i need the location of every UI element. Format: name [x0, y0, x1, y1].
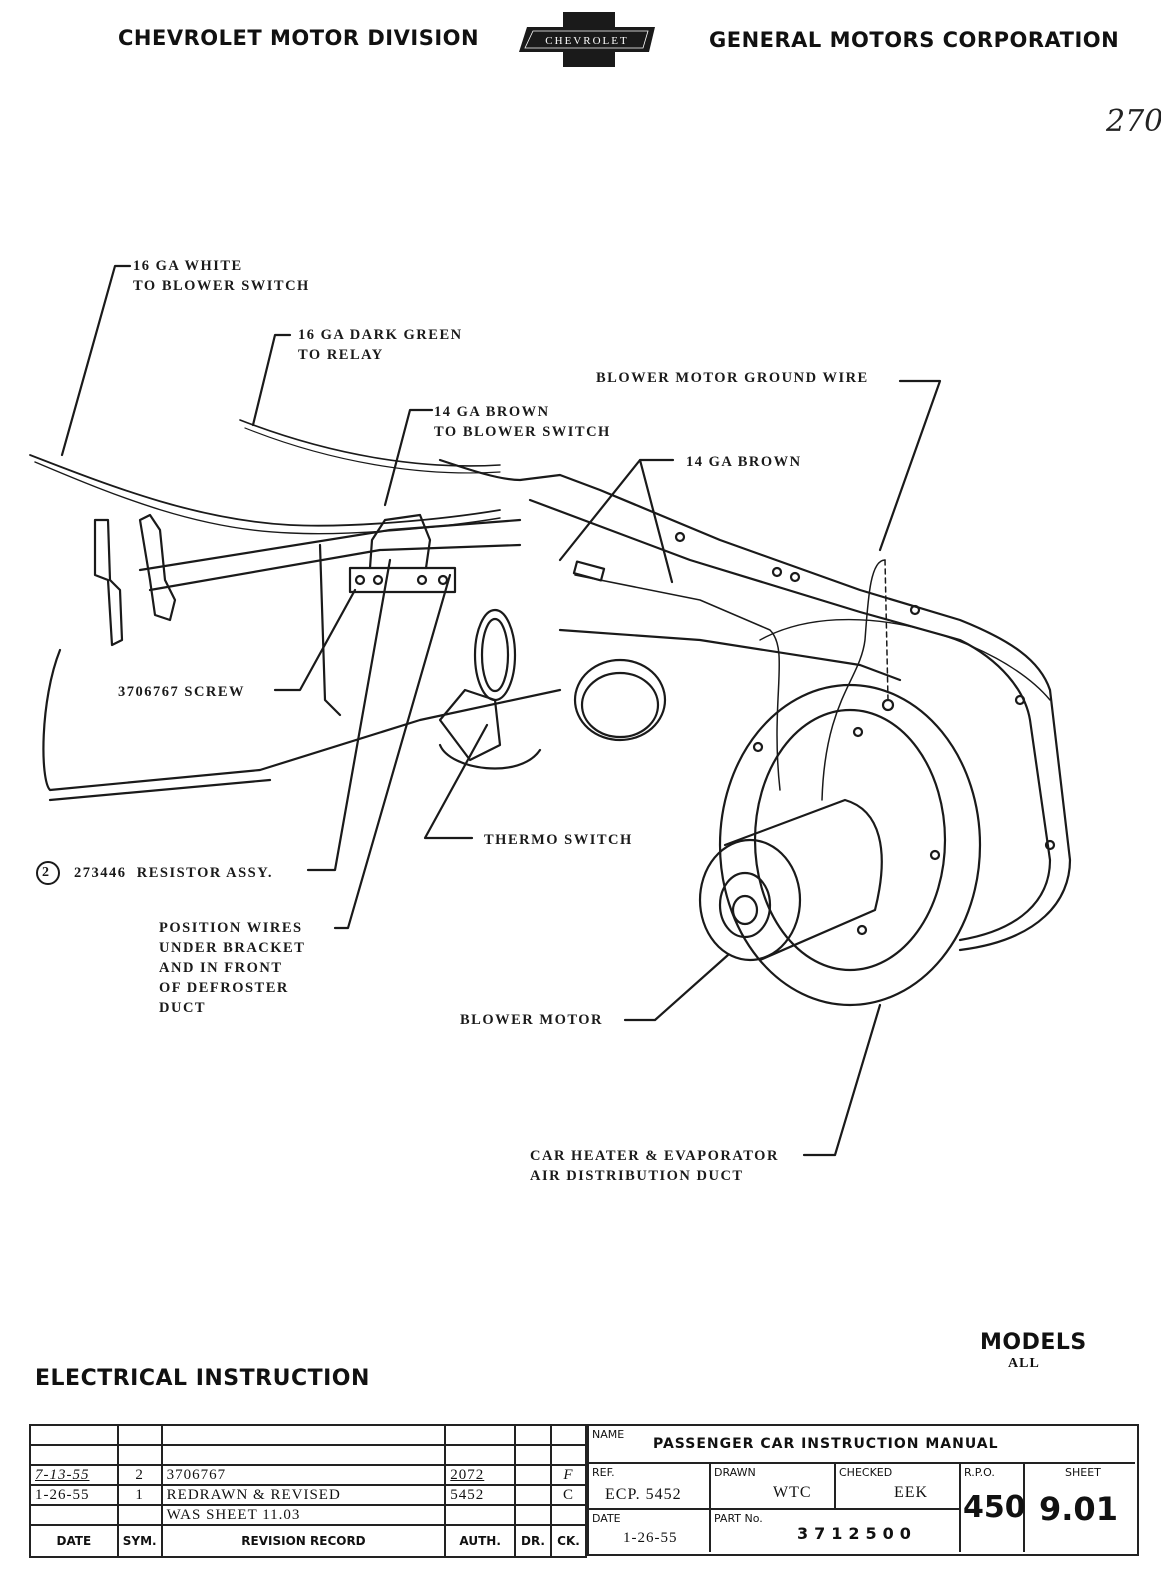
handwritten-page-number: 270	[1106, 104, 1161, 139]
division-heading: CHEVROLET MOTOR DIVISION	[118, 26, 480, 50]
manual-name: PASSENGER CAR INSTRUCTION MANUAL	[653, 1436, 999, 1452]
leader-white-wire	[60, 264, 132, 457]
callout-brown-to-switch: 14 GA BROWN TO BLOWER SWITCH	[434, 404, 611, 440]
callout-green-wire: 16 GA DARK GREEN TO RELAY	[298, 327, 463, 363]
revision-row	[29, 1444, 588, 1466]
callout-duct: CAR HEATER & EVAPORATOR AIR DISTRIBUTION…	[530, 1148, 779, 1184]
rpo-cell: R.P.O. 450	[961, 1464, 1026, 1552]
revision-header-row: DATE SYM. REVISION RECORD AUTH. DR. CK.	[29, 1524, 588, 1558]
leader-resistor	[306, 558, 392, 872]
logo-text: CHEVROLET	[545, 35, 628, 47]
leader-screw	[273, 588, 357, 692]
leader-position-wires	[333, 573, 452, 930]
ref-value: ECP. 5452	[605, 1486, 682, 1503]
rpo-value: 450	[963, 1490, 1026, 1525]
checked-cell: CHECKED EEK	[836, 1464, 961, 1510]
leader-brown-switch	[383, 408, 434, 507]
part-number-value: 3712500	[797, 1524, 917, 1543]
callout-ground-wire: BLOWER MOTOR GROUND WIRE	[596, 370, 869, 386]
chevrolet-bowtie-logo: CHEVROLET	[515, 12, 663, 67]
corporation-heading: GENERAL MOTORS CORPORATION	[709, 28, 1120, 52]
callout-brown-wire: 14 GA BROWN	[686, 454, 802, 470]
leader-green-wire	[251, 333, 292, 427]
leader-blower-motor	[623, 953, 730, 1022]
callout-resistor: 273446 RESISTOR ASSY.	[74, 865, 274, 881]
revision-row: WAS SHEET 11.03	[29, 1504, 588, 1526]
sheet-cell: SHEET 9.01	[1039, 1466, 1118, 1528]
resistor-number: 2	[42, 865, 51, 880]
drawn-value: WTC	[773, 1484, 812, 1501]
models-label: MODELS	[980, 1330, 1087, 1355]
callout-screw: 3706767 SCREW	[118, 684, 246, 700]
leader-brown-wire	[558, 458, 675, 584]
callout-white-wire: 16 GA WHITE TO BLOWER SWITCH	[133, 258, 310, 294]
leader-thermo	[423, 723, 489, 840]
resistor-number-badge	[36, 861, 60, 885]
callout-thermo-switch: THERMO SWITCH	[484, 832, 633, 848]
date-value: 1-26-55	[623, 1530, 678, 1546]
drawing-info-block: NAME PASSENGER CAR INSTRUCTION MANUAL RE…	[587, 1424, 1139, 1556]
revision-row	[29, 1424, 588, 1446]
drawn-cell: DRAWN WTC	[711, 1464, 836, 1510]
leader-duct	[802, 1003, 882, 1157]
callout-position-wires: POSITION WIRES UNDER BRACKET AND IN FRON…	[159, 920, 306, 1016]
ref-cell: REF. ECP. 5452	[589, 1464, 711, 1510]
date-cell: DATE 1-26-55	[589, 1510, 711, 1552]
models-value: ALL	[1008, 1356, 1040, 1371]
sheet-value: 9.01	[1039, 1490, 1118, 1528]
callout-blower-motor: BLOWER MOTOR	[460, 1012, 604, 1028]
section-title: ELECTRICAL INSTRUCTION	[35, 1366, 370, 1391]
name-cell: NAME PASSENGER CAR INSTRUCTION MANUAL	[589, 1426, 1135, 1464]
leader-ground-wire	[878, 379, 942, 552]
part-number-cell: PART No. 3712500	[711, 1510, 961, 1552]
checked-value: EEK	[894, 1484, 929, 1501]
